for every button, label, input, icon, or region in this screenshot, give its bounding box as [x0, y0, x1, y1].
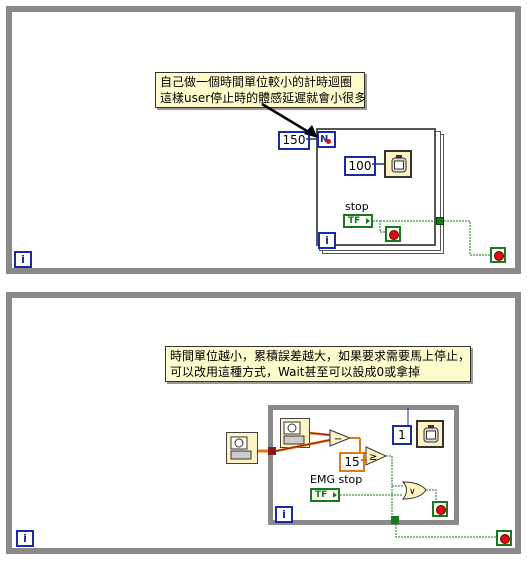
top-outer-iteration-terminal: i: [14, 251, 32, 268]
count-terminal-label: N: [320, 134, 329, 145]
stopwatch-icon: [391, 155, 407, 173]
bottom-comment-note: 時間單位越小，累積誤差越大，如果要求需要馬上停止， 可以改用這種方式，Wait甚…: [165, 346, 471, 382]
top-stop-wire-outer: [444, 220, 490, 256]
top-stop-wire-inner: [373, 220, 385, 233]
top-stop-label: stop: [345, 200, 369, 213]
top-inner-iteration-terminal: i: [318, 232, 336, 249]
top-tunnel: [436, 217, 444, 225]
tick-count-icon-2: [283, 421, 305, 445]
compare-glyph: ≥: [369, 452, 377, 463]
emg-stop-label: EMG stop: [310, 473, 363, 486]
bottom-wait-ms-constant[interactable]: 1: [392, 425, 412, 445]
bottom-wait-ms-function: [416, 420, 444, 448]
or-glyph: ∨: [409, 487, 416, 497]
bottom-outer-iteration-terminal: i: [16, 530, 34, 547]
top-note-line-2: 這樣user停止時的體感延遲就會小很多: [160, 91, 367, 105]
inner-tick-count-function: [280, 418, 310, 448]
top-wait-ms-constant[interactable]: 100: [344, 156, 376, 176]
emg-stop-boolean-terminal[interactable]: TF: [310, 488, 340, 502]
tick-wire-b-core: [309, 432, 331, 436]
top-outer-stop-condition: [490, 247, 506, 263]
top-stop-boolean-terminal[interactable]: TF: [343, 214, 373, 228]
bottom-note-line-1: 時間單位越小，累積誤差越大，如果要求需要馬上停止，: [170, 349, 471, 363]
bottom-output-tunnel: [391, 516, 399, 524]
top-comment-note: 自己做一個時間單位較小的計時迴圈 這樣user停止時的體感延遲就會小很多: [155, 72, 367, 108]
compare-function: [365, 446, 388, 466]
top-inner-stop-condition: [385, 226, 401, 242]
subtract-glyph: −: [334, 434, 342, 445]
bottom-inner-stop-condition: [432, 501, 448, 517]
conditional-stop-dot: [326, 139, 331, 144]
subtract-function: [329, 429, 352, 447]
bottom-tf-arrow-icon: [333, 492, 337, 498]
top-note-line-1: 自己做一個時間單位較小的計時迴圈: [160, 75, 353, 89]
tick-wire-a-core: [275, 439, 331, 452]
compare-out-wire: [386, 455, 403, 487]
top-note-pointer: [261, 102, 313, 136]
loop-count-constant[interactable]: 150: [278, 131, 310, 150]
top-wait-ms-function: [384, 150, 412, 178]
top-tf-label: TF: [348, 216, 361, 226]
compare-value-constant[interactable]: 15: [339, 452, 365, 472]
or-out-wire: [426, 489, 437, 501]
tick-count-icon: [230, 436, 252, 460]
to-tunnel-wire: [391, 486, 396, 519]
bottom-outer-stop-condition: [496, 530, 512, 546]
bottom-inner-iteration-terminal: i: [275, 506, 293, 523]
stopwatch-icon-2: [423, 425, 439, 443]
diff-wire-2: [359, 438, 366, 454]
outer-stop-wire: [395, 524, 496, 538]
top-tf-arrow-icon: [366, 218, 370, 224]
top-note-arrowhead: [304, 125, 318, 138]
bottom-note-line-2: 可以改用這種方式，Wait甚至可以設成0或拿掉: [170, 365, 421, 379]
outer-tick-count-function: [226, 432, 258, 464]
bottom-input-tunnel: [268, 447, 276, 455]
top-inner-for-loop: [316, 128, 436, 246]
or-function: [401, 481, 427, 500]
bottom-tf-label: TF: [315, 490, 328, 500]
